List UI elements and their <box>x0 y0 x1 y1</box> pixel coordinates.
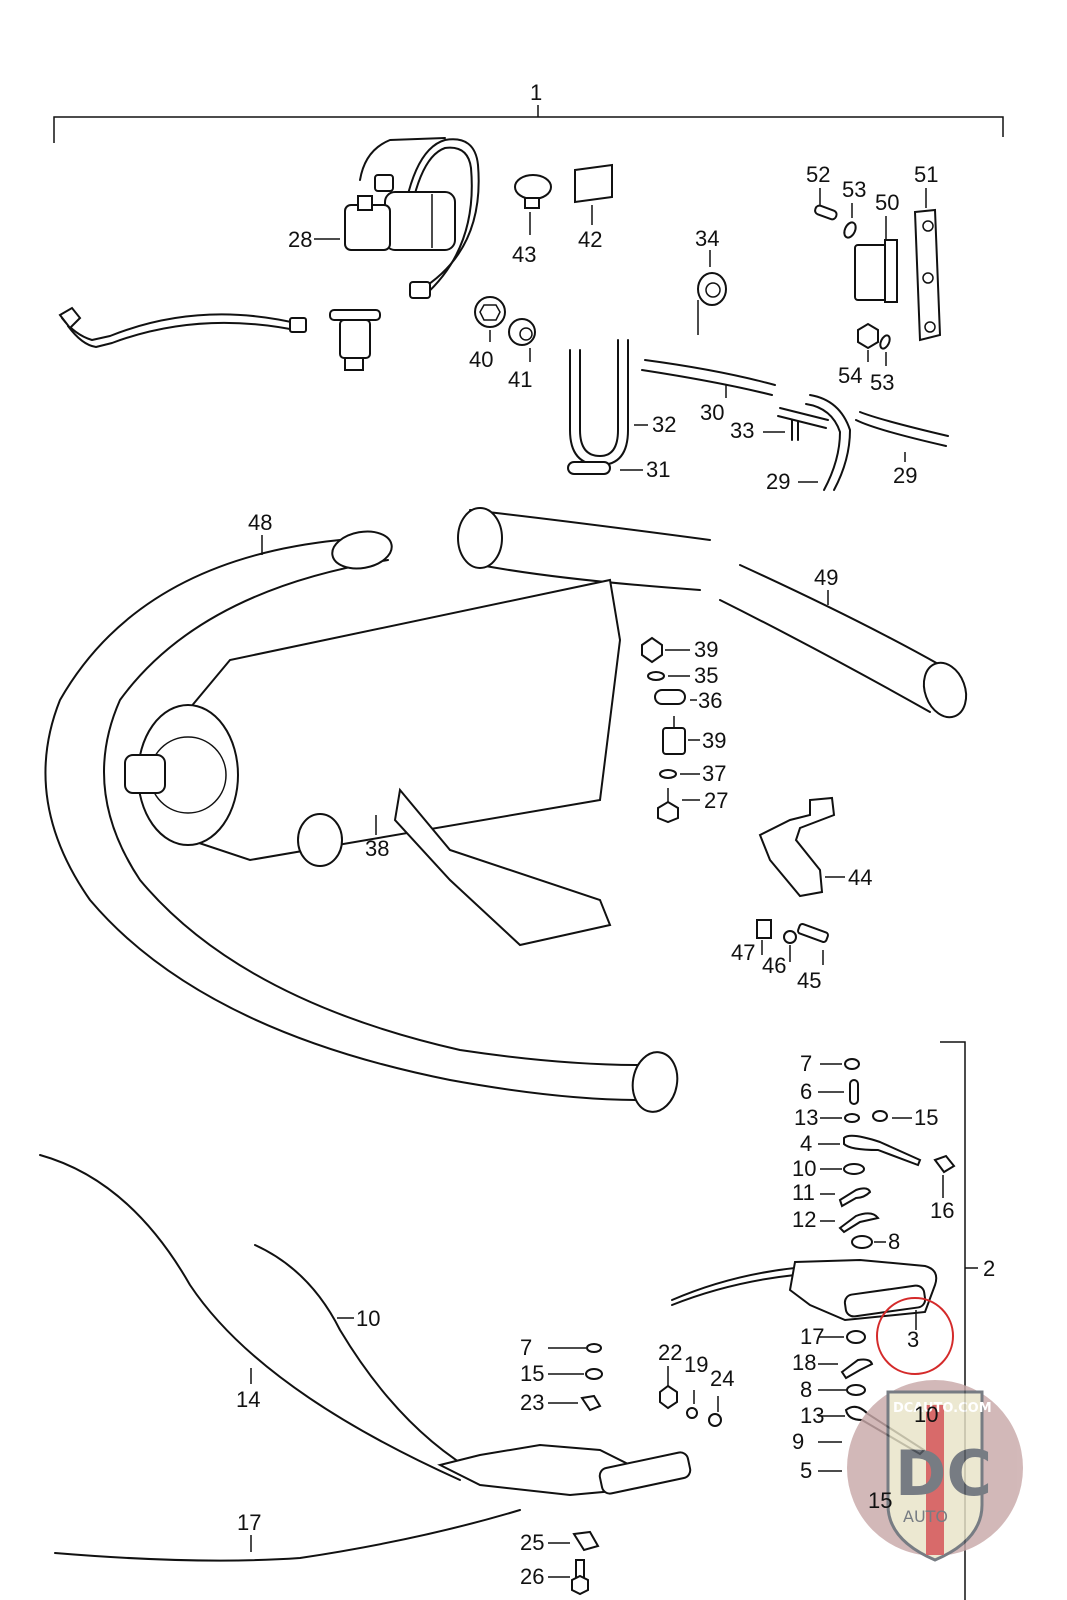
callout-3: 3 <box>907 1327 919 1352</box>
callout-26: 24 <box>710 1366 734 1391</box>
callout-6: 6 <box>800 1079 812 1104</box>
callout-44: 44 <box>848 865 872 890</box>
c10b-span: 10 <box>914 1402 938 1427</box>
bottom-small-parts: 7 15 23 22 19 24 25 26 <box>520 1335 734 1596</box>
callout-4: 4 <box>800 1131 812 1156</box>
callout-8a: 8 <box>888 1229 900 1254</box>
callout-48: 48 <box>248 510 272 535</box>
callout-29b: 29 <box>893 463 917 488</box>
callout-15b-real: 15 <box>868 1488 892 1513</box>
callout-10b-real: 10 <box>914 1402 938 1427</box>
callout-15a: 15 <box>914 1105 938 1130</box>
callout-23: 7 <box>520 1335 532 1360</box>
watermark-logo: DC <box>895 1437 992 1510</box>
callout-36: 39 <box>702 728 726 753</box>
callout-13b: 18 <box>792 1350 816 1375</box>
callout-19: 23 <box>520 1390 544 1415</box>
callout-51: 51 <box>914 162 938 187</box>
callout-30: 33 <box>730 418 754 443</box>
callout-45: 45 <box>797 968 821 993</box>
callout-34: 34 <box>695 226 719 251</box>
callout-52: 52 <box>806 162 830 187</box>
callout-29a: 29 <box>766 469 790 494</box>
callout-16: 16 <box>930 1198 954 1223</box>
callout-11: 11 <box>792 1180 815 1205</box>
callout-21: 26 <box>520 1564 544 1589</box>
group-label-2: 2 <box>983 1256 995 1281</box>
c15b-span: 15 <box>868 1488 892 1513</box>
callout-22: 15 <box>520 1361 544 1386</box>
switch-34: 34 <box>695 226 727 335</box>
callout-18: 14 <box>236 1387 260 1412</box>
control-cables: 10 14 17 <box>39 1154 692 1562</box>
callout-42: 42 <box>578 227 602 252</box>
callout-47: 47 <box>731 940 755 965</box>
callout-10a: 10 <box>792 1156 816 1181</box>
callout-46: 46 <box>762 953 786 978</box>
heater-unit-27: 38 <box>124 578 622 947</box>
callout-39a: 35 <box>694 663 718 688</box>
air-duct-49: 49 <box>457 507 968 719</box>
dcauto-watermark: DCAUTO.COM DC AUTO 5 <box>847 1380 1023 1562</box>
washer-grommet: 40 41 <box>469 296 536 392</box>
watermark-site: DCAUTO.COM <box>893 1401 992 1416</box>
bracket-44: 44 47 46 45 <box>731 796 872 993</box>
air-duct-48: 48 <box>44 510 679 1113</box>
callout-28: 28 <box>288 227 312 252</box>
callout-38: 39 <box>694 637 718 662</box>
callout-32: 32 <box>652 412 676 437</box>
assembly-bracket-1: 1 <box>53 80 1004 143</box>
callout-12: 12 <box>792 1207 816 1232</box>
control-lever-unit-3: 3 <box>671 1258 954 1375</box>
control-small-parts: 7 6 13 15 4 10 16 11 12 8 <box>792 1051 956 1254</box>
small-hoses: 32 31 30 33 29 29 <box>567 339 949 494</box>
callout-9: 8 <box>800 1377 812 1402</box>
callout-27: 38 <box>365 836 389 861</box>
callout-50: 50 <box>875 190 899 215</box>
callout-24: 22 <box>658 1340 682 1365</box>
callout-53a: 53 <box>842 177 866 202</box>
highlight-circle <box>876 1297 954 1375</box>
callout-33: 31 <box>646 457 670 482</box>
callout-17b: 17 <box>237 1510 261 1535</box>
callout-40: 40 <box>469 347 493 372</box>
callout-25: 19 <box>684 1352 708 1377</box>
callout-37: 27 <box>704 788 728 813</box>
clamp-and-sleeve: 43 42 <box>512 163 613 267</box>
callout-53b: 53 <box>870 370 894 395</box>
callout-49: 49 <box>814 565 838 590</box>
callout-41: 41 <box>508 367 532 392</box>
callout-20: 25 <box>520 1530 544 1555</box>
callout-35: 36 <box>698 688 722 713</box>
callout-7b: 5 <box>800 1458 812 1483</box>
fuel-pump-assembly: 28 <box>58 137 480 371</box>
callout-43: 43 <box>512 242 536 267</box>
relay-assembly: 52 53 50 51 54 53 <box>806 162 942 395</box>
callout-7a: 7 <box>800 1051 812 1076</box>
group-label-1: 1 <box>530 80 542 105</box>
callout-13a: 13 <box>794 1105 818 1130</box>
callout-17a: 10 <box>356 1306 380 1331</box>
callout-31: 30 <box>700 400 724 425</box>
watermark-sub: AUTO <box>903 1507 948 1526</box>
callout-14: 9 <box>792 1429 804 1454</box>
mount-hardware: 39 35 36 39 37 27 <box>641 636 728 824</box>
callout-39b: 37 <box>702 761 726 786</box>
callout-54: 54 <box>838 363 862 388</box>
